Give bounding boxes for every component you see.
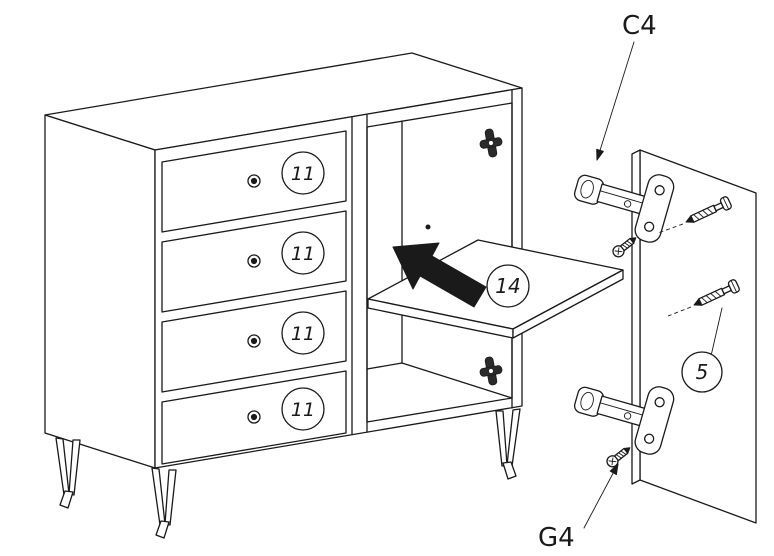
label-g4: G4 bbox=[538, 523, 575, 553]
leader-c4-arrowhead-icon bbox=[596, 148, 604, 161]
door-panel bbox=[566, 149, 757, 524]
shelf-panel: 14 bbox=[367, 239, 624, 339]
label-c4: C4 bbox=[622, 11, 657, 41]
drawer-3-callout-number: 11 bbox=[291, 323, 315, 345]
long-screw-1-guide bbox=[657, 223, 684, 234]
drawer-1-knob-center bbox=[250, 177, 258, 185]
small-screw-bottom bbox=[604, 442, 634, 470]
drawer-1-callout-circle bbox=[281, 151, 325, 195]
leader-g4-arrowhead-icon bbox=[609, 463, 619, 475]
shelf-callout-number: 14 bbox=[495, 274, 520, 298]
callout-g4: G4 bbox=[538, 463, 619, 553]
leg-front-right bbox=[495, 408, 521, 480]
leader-5 bbox=[710, 307, 723, 357]
drawer-4-knob-center bbox=[250, 413, 258, 421]
drawer-3-callout-circle bbox=[281, 311, 325, 355]
leader-c4 bbox=[596, 41, 635, 161]
drawer-2: 11 bbox=[161, 210, 347, 313]
shelf-thickness-right bbox=[512, 269, 624, 339]
drawer-1: 11 bbox=[161, 130, 347, 233]
insert-direction-arrow-icon bbox=[392, 242, 487, 308]
drawer-4-callout-circle bbox=[281, 387, 325, 431]
compartment-floor-back-edge bbox=[366, 362, 403, 370]
drawer-4-callout-number: 11 bbox=[291, 399, 315, 421]
drawer-3: 11 bbox=[161, 290, 347, 393]
item5-callout-circle bbox=[681, 351, 723, 393]
open-compartment bbox=[366, 102, 513, 423]
drawer-stack: 11 11 11 11 bbox=[161, 130, 347, 465]
shelf-pin-hole bbox=[425, 224, 431, 230]
cabinet-left-side bbox=[44, 114, 156, 469]
drawer-2-callout-circle bbox=[281, 231, 325, 275]
drawer-2-callout-number: 11 bbox=[291, 243, 315, 265]
drawer-4: 11 bbox=[161, 370, 347, 465]
compartment-floor-junction bbox=[401, 362, 513, 399]
cabinet: 11 11 11 11 bbox=[44, 52, 523, 539]
leg-front-left bbox=[151, 467, 177, 539]
drawer-2-knob-center bbox=[250, 257, 258, 265]
callout-5: 5 bbox=[681, 307, 723, 393]
leader-g4 bbox=[583, 463, 619, 529]
shelf-callout-circle bbox=[486, 264, 530, 308]
drawer-1-callout-number: 11 bbox=[291, 163, 315, 185]
leg-back-left bbox=[55, 437, 81, 509]
callout-c4: C4 bbox=[596, 11, 657, 161]
drawer-3-knob-center bbox=[250, 337, 258, 345]
item5-callout-number: 5 bbox=[696, 360, 709, 384]
